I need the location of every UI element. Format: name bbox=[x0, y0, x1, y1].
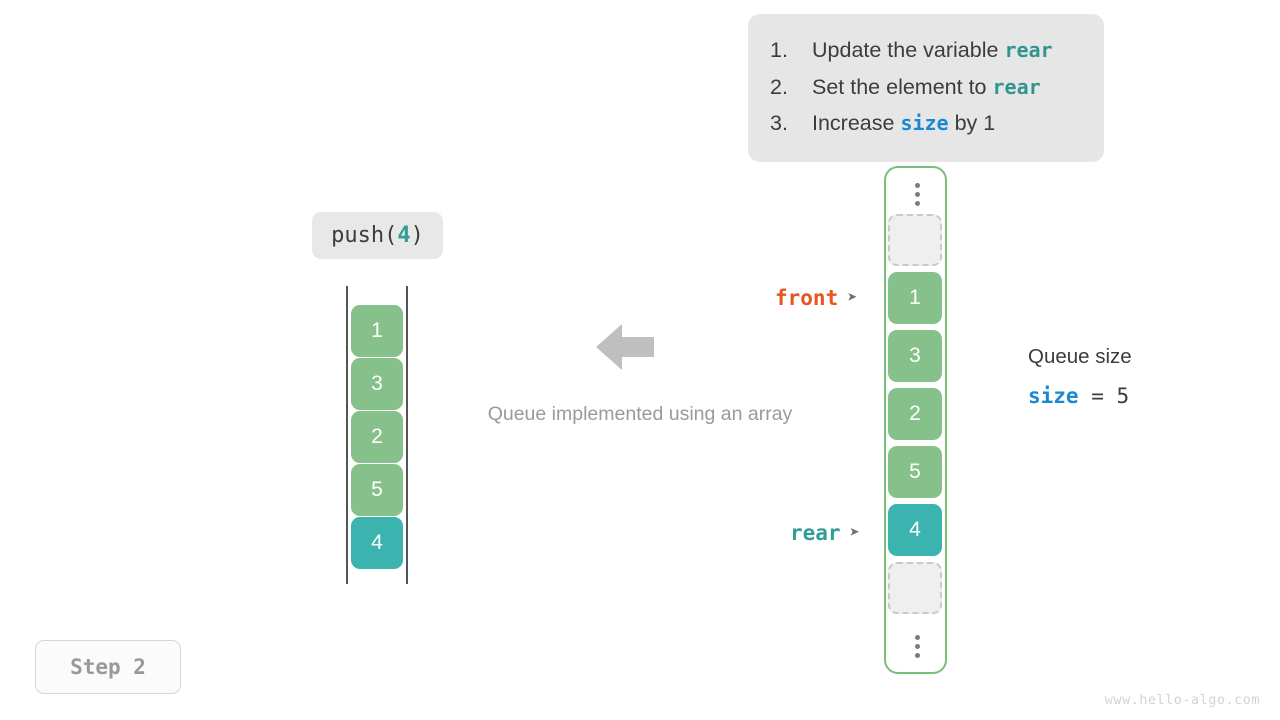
memory-slot: 1 bbox=[888, 272, 942, 324]
operation-label: push(4) bbox=[312, 212, 443, 259]
instruction-text-pre: Increase bbox=[812, 111, 901, 135]
queue-cell: 1 bbox=[351, 305, 403, 357]
instruction-item-1: 1. Update the variable rear bbox=[770, 32, 1082, 69]
queue-size-title: Queue size bbox=[1028, 345, 1132, 368]
memory-slot-stack: 1 3 2 5 4 bbox=[888, 214, 945, 620]
queue-cell: 2 bbox=[351, 411, 403, 463]
queue-size-expression: size = 5 bbox=[1028, 384, 1228, 408]
instruction-text-pre: Set the element to bbox=[812, 74, 993, 99]
instruction-card: 1. Update the variable rear 2. Set the e… bbox=[748, 14, 1104, 162]
queue-cell: 3 bbox=[351, 358, 403, 410]
queue-size-panel: Queue size size = 5 bbox=[1028, 342, 1228, 408]
memory-slot-empty bbox=[888, 214, 942, 266]
queue-cell-highlighted: 4 bbox=[351, 517, 403, 569]
instruction-keyword: rear bbox=[992, 74, 1041, 99]
instruction-keyword: size bbox=[900, 111, 949, 135]
array-rail-right bbox=[406, 286, 408, 584]
ellipsis-dot bbox=[915, 652, 920, 658]
watermark: www.hello-algo.com bbox=[1104, 692, 1260, 708]
instruction-text: Increase size by 1 bbox=[812, 105, 995, 142]
instruction-text-pre: Update the variable bbox=[812, 38, 1005, 62]
instruction-keyword: rear bbox=[1004, 38, 1053, 62]
queue-cell-stack: 1 3 2 5 4 bbox=[351, 305, 403, 570]
instruction-number: 2. bbox=[770, 74, 788, 99]
ellipsis-dot bbox=[915, 643, 920, 649]
size-operator: = bbox=[1078, 384, 1117, 408]
vertical-ellipsis-icon bbox=[886, 176, 949, 212]
memory-slot-empty bbox=[888, 562, 942, 614]
queue-logical-view: 1 3 2 5 4 bbox=[346, 286, 408, 584]
front-pointer-text: front bbox=[775, 286, 839, 310]
ellipsis-dot bbox=[915, 182, 920, 188]
instruction-text: Set the element to rear bbox=[812, 69, 1041, 106]
memory-slot-highlighted: 4 bbox=[888, 504, 942, 556]
queue-cell: 5 bbox=[351, 464, 403, 516]
memory-slot: 5 bbox=[888, 446, 942, 498]
size-value: 5 bbox=[1116, 384, 1130, 408]
rear-pointer-label: rear ➤ bbox=[790, 521, 860, 545]
operation-argument: 4 bbox=[397, 223, 411, 248]
vertical-ellipsis-icon bbox=[886, 628, 949, 664]
memory-slot: 3 bbox=[888, 330, 942, 382]
memory-slot: 2 bbox=[888, 388, 942, 440]
instruction-number: 1. bbox=[770, 38, 788, 62]
arrow-right-icon: ➤ bbox=[849, 522, 860, 543]
operation-name: push( bbox=[331, 223, 398, 248]
memory-array-view: 1 3 2 5 4 bbox=[884, 166, 947, 674]
left-arrow-icon bbox=[596, 320, 654, 374]
step-badge: Step 2 bbox=[35, 640, 181, 694]
size-variable-name: size bbox=[1028, 384, 1079, 408]
ellipsis-dot bbox=[915, 200, 920, 206]
rear-pointer-text: rear bbox=[790, 521, 841, 545]
operation-close-paren: ) bbox=[410, 223, 424, 248]
instruction-text-post: by 1 bbox=[948, 111, 996, 135]
arrow-right-icon: ➤ bbox=[847, 287, 858, 308]
instruction-item-2: 2. Set the element to rear bbox=[770, 69, 1082, 106]
instruction-item-3: 3. Increase size by 1 bbox=[770, 105, 1082, 142]
diagram-caption: Queue implemented using an array bbox=[487, 403, 793, 425]
array-rail-left bbox=[346, 286, 348, 584]
instruction-text: Update the variable rear bbox=[812, 32, 1053, 69]
instruction-number: 3. bbox=[770, 111, 788, 135]
front-pointer-label: front ➤ bbox=[775, 286, 857, 310]
ellipsis-dot bbox=[915, 634, 920, 640]
ellipsis-dot bbox=[915, 191, 920, 197]
